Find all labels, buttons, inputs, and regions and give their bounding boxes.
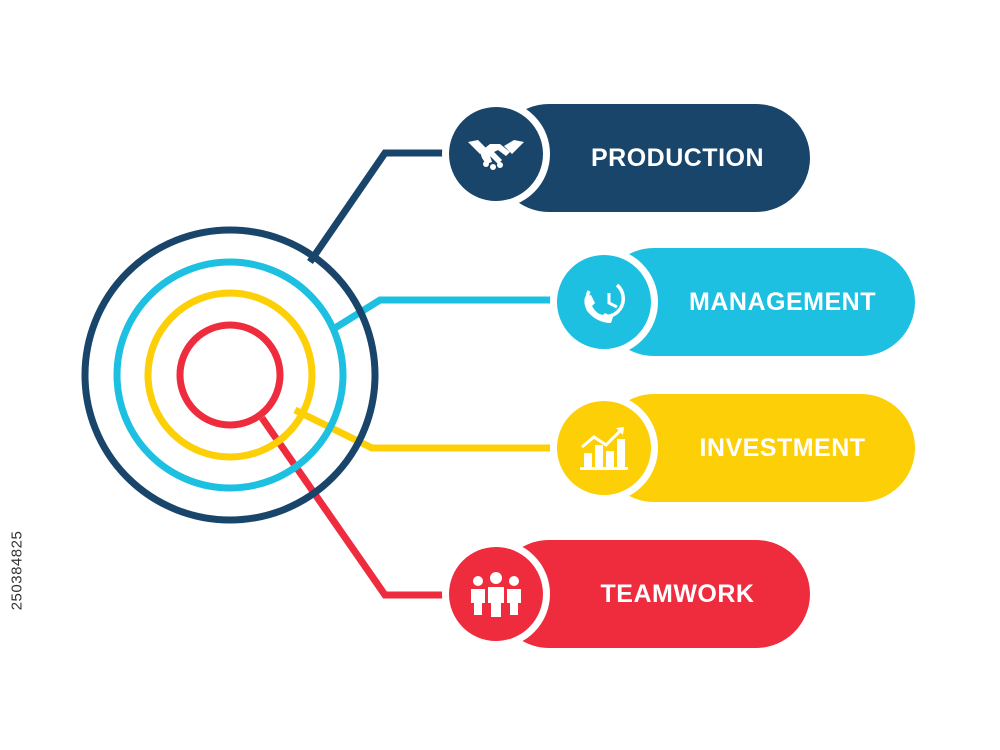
badge-investment[interactable] — [550, 394, 658, 502]
teamwork-label: TEAMWORK — [600, 579, 755, 608]
badge-production[interactable] — [442, 100, 550, 208]
team-people-icon — [471, 572, 521, 617]
ring-management — [113, 258, 347, 492]
handshake-icon — [468, 140, 524, 170]
management-label: MANAGEMENT — [689, 287, 876, 316]
ring-inner-teamwork — [176, 321, 284, 429]
connector-teamwork — [259, 416, 460, 599]
connector-production — [307, 149, 460, 264]
connector-management — [333, 296, 560, 331]
connector-investment — [293, 406, 560, 452]
phone-clock-icon — [584, 283, 625, 323]
investment-label: INVESTMENT — [699, 433, 866, 462]
side-code-text: 250384825 — [8, 530, 26, 610]
side-code: 250384825 — [2, 510, 32, 630]
ring-outer-production — [81, 226, 379, 524]
growth-chart-icon — [580, 427, 628, 470]
production-label: PRODUCTION — [590, 143, 765, 172]
badge-teamwork[interactable] — [442, 540, 550, 648]
badge-management[interactable] — [550, 248, 658, 356]
ring-investment — [144, 289, 316, 461]
